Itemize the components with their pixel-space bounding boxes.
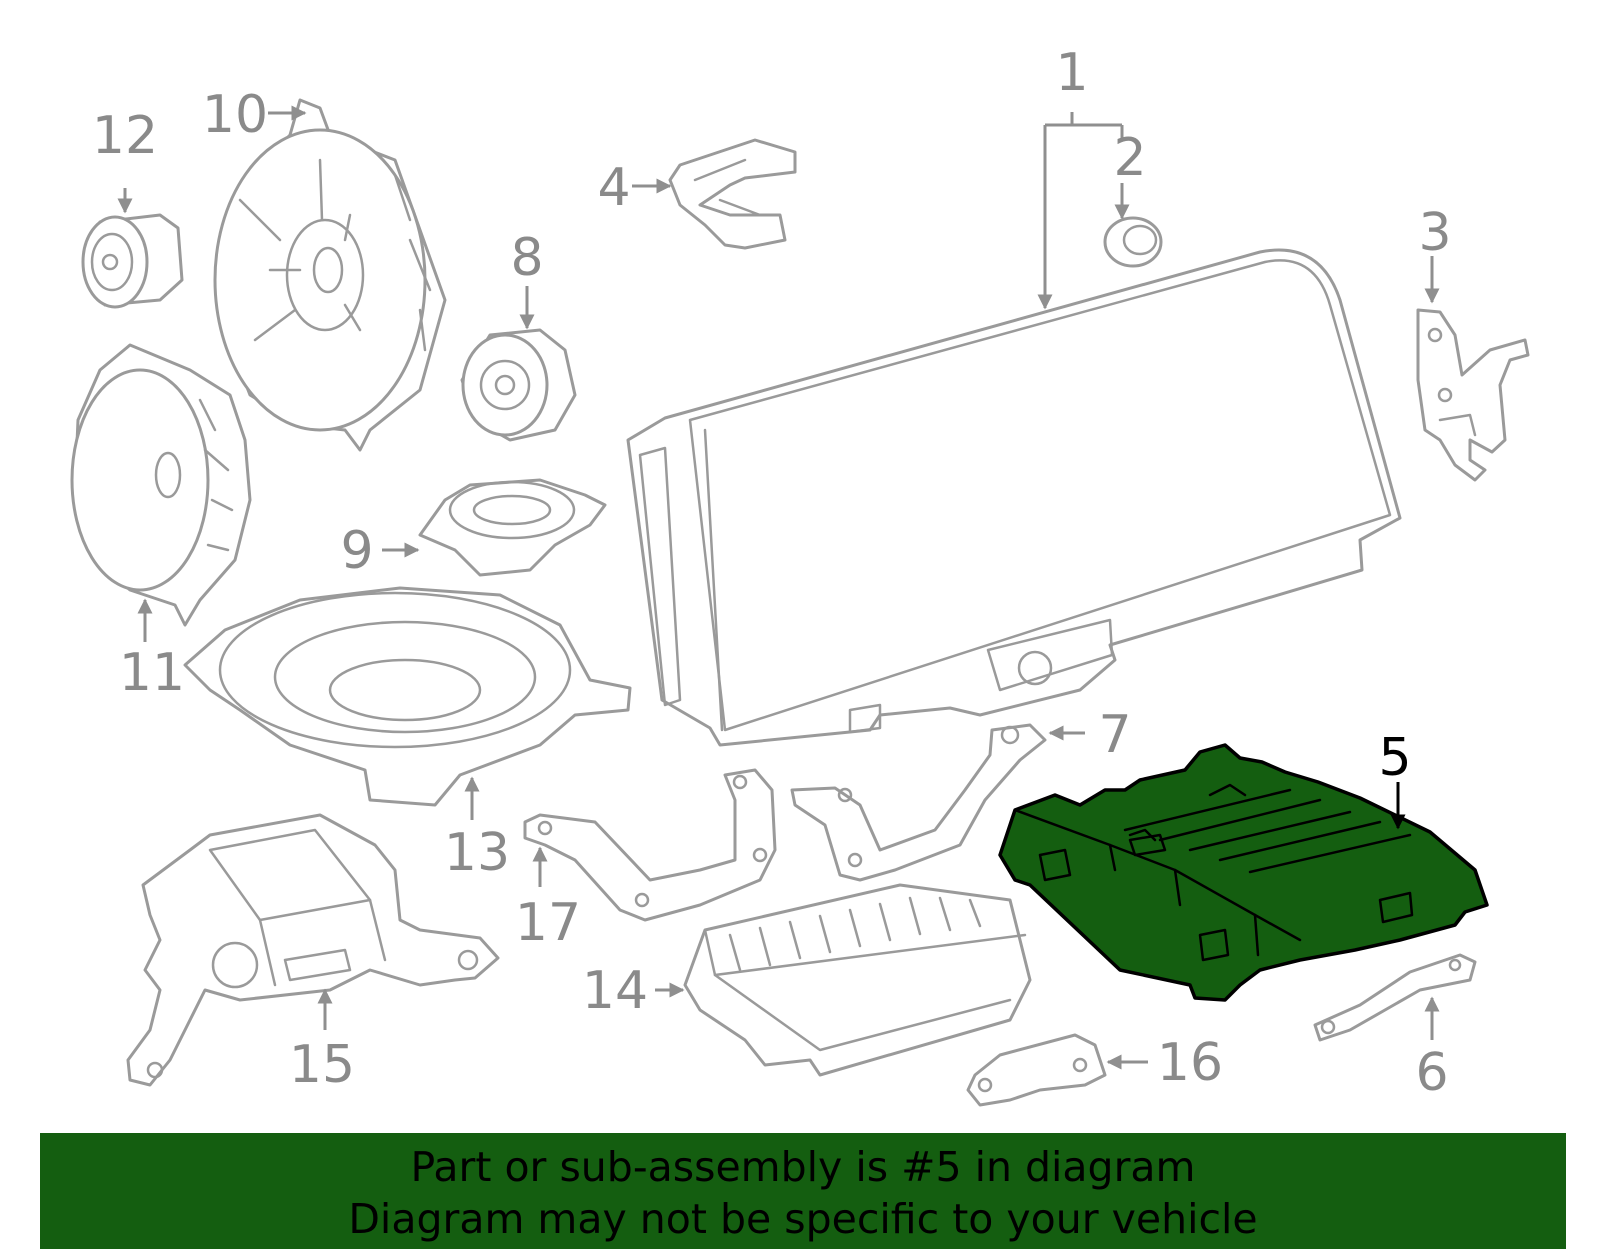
banner-line-2: Diagram may not be specific to your vehi… [348,1195,1258,1243]
part-9-speaker-mount[interactable] [418,478,607,577]
callout-17: 17 [515,893,581,953]
callout-11: 11 [119,643,185,703]
part-17-bracket[interactable] [523,768,777,922]
callout-14: 14 [582,961,648,1021]
part-2-grommet[interactable] [1103,216,1163,268]
part-15-control-module[interactable] [126,813,500,1087]
callout-2: 2 [1113,128,1146,188]
callout-9: 9 [340,521,373,581]
callout-4: 4 [597,158,630,218]
part-16-bracket[interactable] [966,1033,1107,1107]
callout-8: 8 [510,228,543,288]
part-10-speaker[interactable] [213,98,447,452]
part-12-tweeter[interactable] [81,213,184,309]
callout-15: 15 [289,1035,355,1095]
callout-10: 10 [202,85,268,145]
callout-labels: 1 2 3 4 5 6 7 8 9 10 11 12 13 14 15 16 1… [92,43,1452,1103]
callout-7: 7 [1098,705,1131,765]
part-14-amplifier[interactable] [683,883,1032,1077]
callout-13: 13 [444,823,510,883]
callout-12: 12 [92,106,158,166]
callout-6: 6 [1415,1043,1448,1103]
part-3-bracket[interactable] [1416,308,1530,482]
part-13-subwoofer[interactable] [183,586,632,807]
callout-16: 16 [1157,1033,1223,1093]
callout-1: 1 [1055,43,1088,103]
part-8-tweeter[interactable] [460,328,577,442]
part-7-bracket[interactable] [790,723,1047,882]
callout-3: 3 [1418,203,1451,263]
callout-5: 5 [1378,728,1411,788]
part-4-harness-clip[interactable] [668,138,797,250]
part-11-speaker[interactable] [70,343,252,627]
leader-lines [117,105,1440,1070]
part-1-display-unit[interactable] [626,248,1402,747]
info-banner: Part or sub-assembly is #5 in diagram Di… [40,1133,1566,1249]
part-6-bracket[interactable] [1313,953,1477,1042]
part-5-module[interactable] [998,743,1489,1002]
banner-line-1: Part or sub-assembly is #5 in diagram [410,1143,1196,1191]
